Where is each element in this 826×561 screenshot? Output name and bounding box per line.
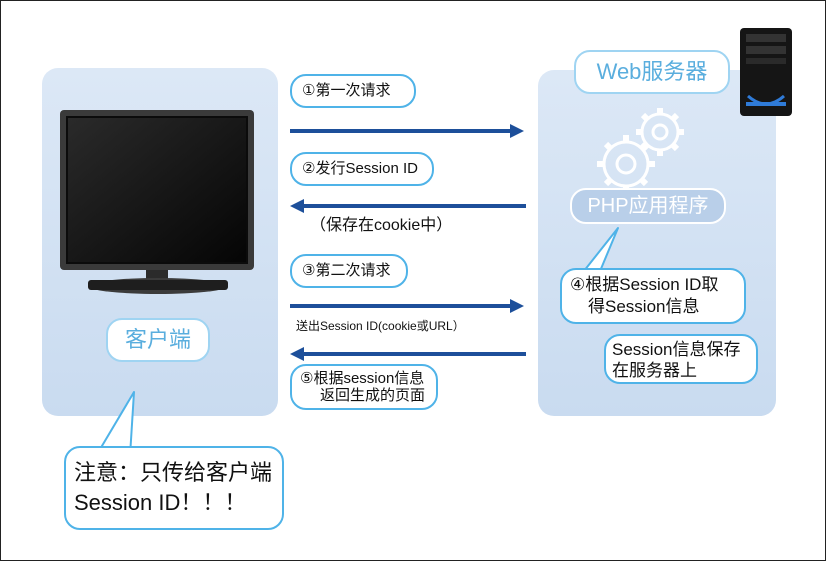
server-label: Web服务器 [574, 50, 730, 94]
step-2-label: ②发行Session ID [290, 152, 434, 186]
step-4-line-2: 得Session信息 [588, 297, 700, 316]
step-4-line-1: ④根据Session ID取 [570, 275, 719, 294]
server-note: Session信息保存 在服务器上 [604, 334, 758, 384]
monitor-icon [60, 110, 254, 294]
step-5-arrow [290, 347, 526, 361]
step-3-arrow [290, 299, 524, 313]
warning-note: 注意：只传给客户端 Session ID！！！ [64, 446, 284, 530]
warning-line-2: Session ID！！！ [74, 490, 247, 515]
step-3-note: 送出Session ID(cookie或URL） [296, 319, 465, 333]
step-4-label: ④根据Session ID取 得Session信息 [560, 268, 746, 324]
warning-line-1: 注意：只传给客户端 [74, 460, 273, 485]
php-app-label: PHP应用程序 [570, 188, 726, 224]
server-note-line-1: Session信息保存 [612, 340, 741, 359]
step-1-arrow [290, 124, 524, 138]
server-note-line-2: 在服务器上 [612, 361, 697, 380]
client-label: 客户端 [106, 318, 210, 362]
step-5-line-2: 返回生成的页面 [320, 387, 426, 404]
server-tower-icon [740, 28, 792, 116]
step-2-note: （保存在cookie中） [310, 217, 453, 234]
gears-icon [597, 108, 684, 193]
step-3-label: ③第二次请求 [290, 254, 408, 288]
step-5-line-1: ⑤根据session信息 [300, 370, 425, 387]
step-5-label: ⑤根据session信息 返回生成的页面 [290, 364, 438, 410]
step-1-label: ①第一次请求 [290, 74, 416, 108]
step-2-arrow [290, 199, 526, 213]
